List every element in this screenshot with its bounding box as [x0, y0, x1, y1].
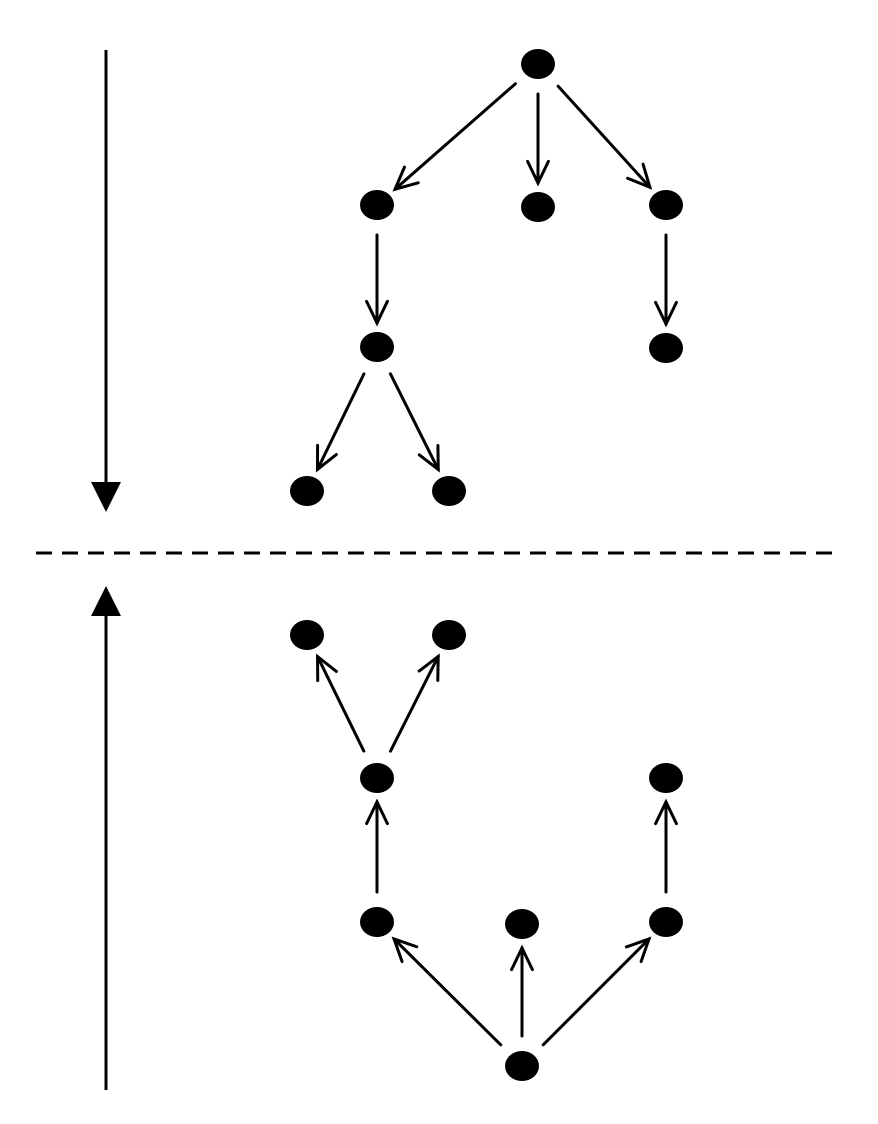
top-down-tree-node-t4: [360, 332, 394, 362]
top-down-tree-edge-t0-t2: [526, 92, 550, 187]
bottom-up-tree-node-b1: [360, 907, 394, 937]
top-down-tree-node-t1: [360, 190, 394, 220]
bottom-up-tree-node-b4: [360, 763, 394, 793]
top-down-tree-node-t7: [432, 476, 466, 506]
bottom-up-tree-node-b5: [649, 763, 683, 793]
top-down-tree-node-t0: [521, 49, 555, 79]
top-down-tree-node-t6: [290, 476, 324, 506]
bottom-up-tree-edge-b1-b4: [365, 798, 389, 894]
bottom-up-tree-edge-b0-b1: [391, 936, 503, 1047]
top-down-tree-edge-t4-t7: [388, 372, 440, 473]
bottom-up-tree-node-b2: [505, 909, 539, 939]
top-down-tree-edge-t3-t5: [654, 233, 678, 328]
bottom-up-tree-node-b0: [505, 1051, 539, 1081]
top-down-tree-edge-t0-t3: [556, 84, 653, 190]
bottom-up-tree-edge-b0-b3: [541, 936, 652, 1047]
bottom-up-tree-edge-b4-b6: [316, 653, 366, 753]
top-down-tree-edge-t1-t4: [365, 233, 389, 327]
bottom-up-tree-edge-b3-b5: [654, 798, 678, 894]
top-down-tree-node-t5: [649, 333, 683, 363]
top-down-tree-node-t3: [649, 190, 683, 220]
bottom-up-tree-node-b7: [432, 620, 466, 650]
downward-arrow: [91, 50, 121, 512]
bottom-up-tree-node-b6: [290, 620, 324, 650]
bottom-up-tree-node-b3: [649, 907, 683, 937]
top-down-tree-node-t2: [521, 192, 555, 222]
upward-arrow: [91, 586, 121, 1090]
top-down-tree-edge-t4-t6: [315, 372, 366, 473]
bottom-up-tree-edge-b0-b2: [510, 944, 534, 1038]
bottom-up-tree-edge-b4-b7: [388, 653, 440, 753]
top-down-tree-edge-t0-t1: [392, 82, 517, 192]
